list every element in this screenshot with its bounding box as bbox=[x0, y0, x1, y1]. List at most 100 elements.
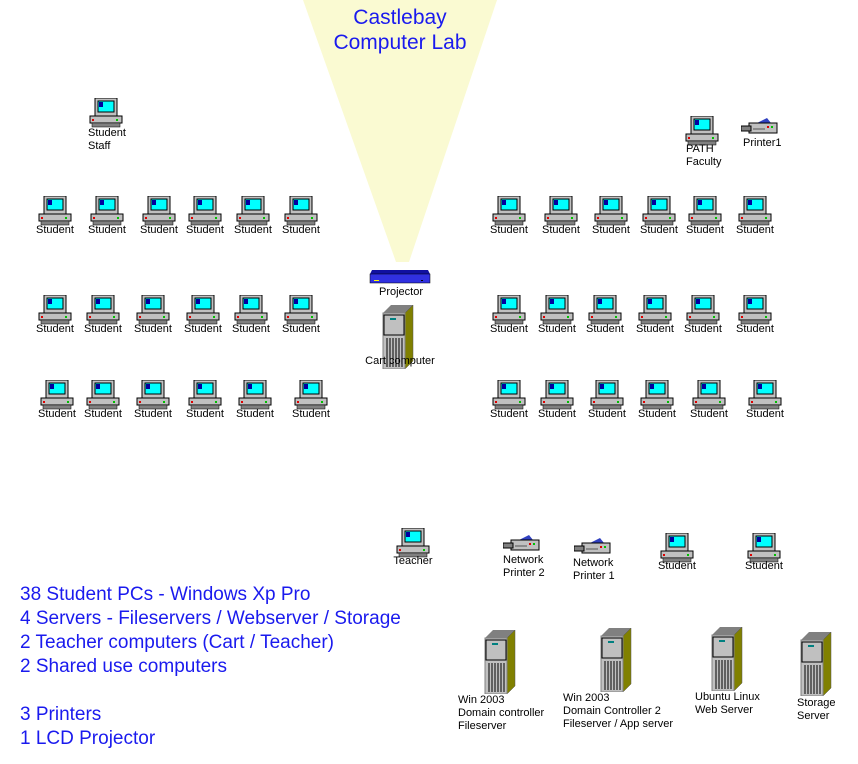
computer-icon[interactable] bbox=[738, 294, 772, 330]
computer-icon[interactable] bbox=[692, 379, 726, 415]
computer-icon[interactable] bbox=[38, 294, 72, 330]
projector-icon[interactable] bbox=[369, 270, 431, 289]
node-label: Student bbox=[538, 323, 576, 336]
server-tower-icon[interactable] bbox=[799, 631, 833, 701]
node-label-line: Student bbox=[88, 224, 126, 236]
node-label-line: Student bbox=[640, 224, 678, 236]
node-label-line: Web Server bbox=[695, 704, 753, 716]
node-label-line: Student bbox=[684, 323, 722, 335]
computer-icon[interactable] bbox=[86, 294, 120, 330]
node-label-line: Student bbox=[282, 323, 320, 335]
node-label-line: Student bbox=[746, 408, 784, 420]
computer-icon[interactable] bbox=[236, 195, 270, 231]
computer-icon[interactable] bbox=[234, 294, 268, 330]
node-label-line: Printer 2 bbox=[503, 567, 545, 579]
node-label-line: Student bbox=[542, 224, 580, 236]
projector-beam bbox=[303, 0, 497, 262]
node-label-line: Win 2003 bbox=[458, 694, 505, 706]
server-tower-icon[interactable] bbox=[381, 304, 415, 374]
node-label: Student bbox=[234, 224, 272, 237]
summary-line: 2 Teacher computers (Cart / Teacher) bbox=[20, 632, 334, 653]
summary-line: 3 Printers bbox=[20, 704, 102, 725]
node-label: Student bbox=[636, 323, 674, 336]
computer-icon[interactable] bbox=[747, 532, 781, 568]
printer-icon[interactable] bbox=[573, 538, 612, 561]
computer-icon[interactable] bbox=[142, 195, 176, 231]
computer-icon[interactable] bbox=[284, 195, 318, 231]
computer-icon[interactable] bbox=[685, 115, 719, 151]
computer-icon[interactable] bbox=[86, 379, 120, 415]
node-label: Student bbox=[236, 408, 274, 421]
computer-icon[interactable] bbox=[638, 294, 672, 330]
node-label-line: Domain controller bbox=[458, 707, 545, 719]
computer-icon[interactable] bbox=[642, 195, 676, 231]
computer-icon[interactable] bbox=[492, 379, 526, 415]
node-label: Student bbox=[658, 560, 696, 573]
node-label-line: Student bbox=[686, 224, 724, 236]
node-label-line: Fileserver bbox=[458, 720, 507, 732]
server-tower-icon[interactable] bbox=[599, 627, 633, 697]
computer-icon[interactable] bbox=[188, 379, 222, 415]
computer-icon[interactable] bbox=[540, 379, 574, 415]
computer-icon[interactable] bbox=[284, 294, 318, 330]
computer-icon[interactable] bbox=[590, 379, 624, 415]
computer-icon[interactable] bbox=[688, 195, 722, 231]
node-label-line: Student bbox=[736, 323, 774, 335]
computer-icon[interactable] bbox=[738, 195, 772, 231]
node-label-line: Server bbox=[797, 710, 830, 722]
node-label: Student bbox=[638, 408, 676, 421]
computer-icon[interactable] bbox=[660, 532, 694, 568]
node-label-line: Student bbox=[234, 224, 272, 236]
node-label-line: Domain Controller 2 bbox=[563, 705, 661, 717]
computer-icon[interactable] bbox=[136, 379, 170, 415]
node-label-line: Cart computer bbox=[365, 355, 435, 367]
computer-icon[interactable] bbox=[90, 195, 124, 231]
computer-icon[interactable] bbox=[748, 379, 782, 415]
computer-icon[interactable] bbox=[40, 379, 74, 415]
printer-icon[interactable] bbox=[502, 535, 541, 558]
printer-icon[interactable] bbox=[740, 118, 779, 141]
computer-icon[interactable] bbox=[594, 195, 628, 231]
node-label: Printer1 bbox=[743, 137, 782, 150]
node-label-line: Student bbox=[690, 408, 728, 420]
title-line-2: Computer Lab bbox=[333, 31, 467, 54]
node-label: Student bbox=[736, 323, 774, 336]
summary-line bbox=[20, 679, 401, 703]
summary-line: 2 Shared use computers bbox=[20, 656, 228, 677]
node-label-line: Student bbox=[186, 224, 224, 236]
node-label-line: Student bbox=[490, 323, 528, 335]
node-label-line: Ubuntu Linux bbox=[695, 691, 760, 703]
node-label: Projector bbox=[379, 286, 423, 299]
summary-line: 1 LCD Projector bbox=[20, 728, 156, 749]
computer-icon[interactable] bbox=[294, 379, 328, 415]
node-label: Student bbox=[538, 408, 576, 421]
computer-icon[interactable] bbox=[186, 294, 220, 330]
node-label: Student bbox=[184, 323, 222, 336]
node-label-line: Student bbox=[38, 408, 76, 420]
node-label-line: Student bbox=[84, 323, 122, 335]
computer-icon[interactable] bbox=[396, 527, 430, 563]
node-label: Student bbox=[490, 408, 528, 421]
node-label: Student bbox=[586, 323, 624, 336]
computer-icon[interactable] bbox=[38, 195, 72, 231]
computer-icon[interactable] bbox=[686, 294, 720, 330]
computer-icon[interactable] bbox=[492, 294, 526, 330]
server-tower-icon[interactable] bbox=[710, 626, 744, 696]
computer-icon[interactable] bbox=[136, 294, 170, 330]
computer-icon[interactable] bbox=[544, 195, 578, 231]
computer-icon[interactable] bbox=[89, 97, 123, 133]
node-label: Student bbox=[746, 408, 784, 421]
server-tower-icon[interactable] bbox=[483, 629, 517, 699]
computer-icon[interactable] bbox=[238, 379, 272, 415]
node-label-line: Printer1 bbox=[743, 137, 782, 149]
computer-icon[interactable] bbox=[188, 195, 222, 231]
computer-icon[interactable] bbox=[640, 379, 674, 415]
computer-icon[interactable] bbox=[492, 195, 526, 231]
computer-icon[interactable] bbox=[588, 294, 622, 330]
computer-icon[interactable] bbox=[540, 294, 574, 330]
